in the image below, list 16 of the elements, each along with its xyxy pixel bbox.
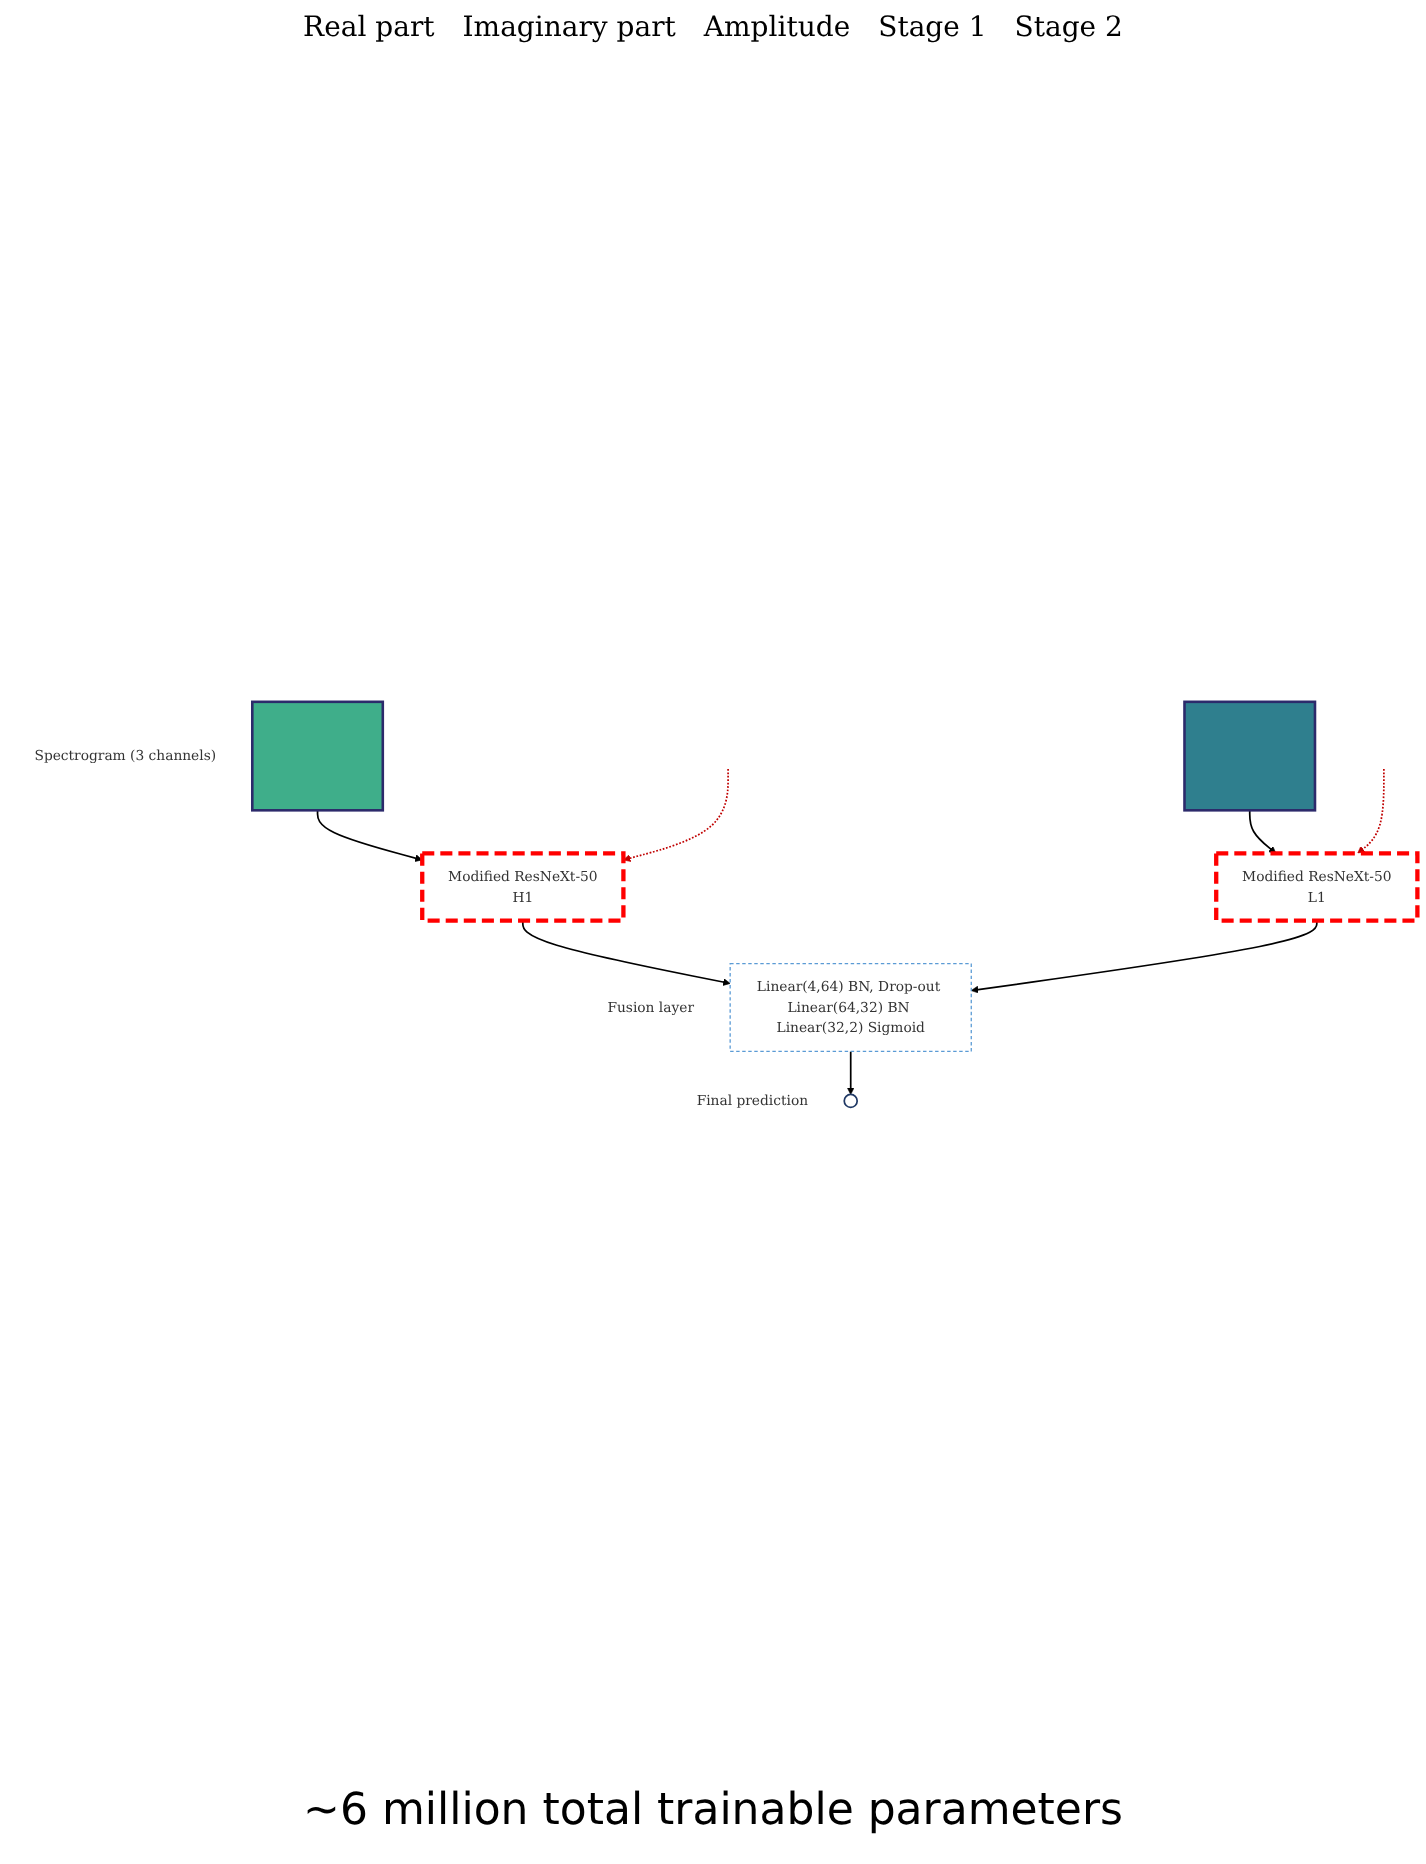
caption: ∼6 million total trainable parameters [303,1786,1123,1836]
layer-box [251,700,385,812]
output-circle [843,1093,859,1109]
arrow [846,1050,855,1095]
note-label: Stage 2 [1014,12,1123,44]
note-label: Amplitude [703,12,851,44]
note-label: Imaginary part [462,12,676,44]
note-label: Stage 1 [878,12,987,44]
arrow [1357,768,1385,854]
arrow [623,768,729,862]
arrow [521,919,731,986]
arrow [970,919,1318,994]
note-label: Real part [303,12,435,44]
layer-box [1183,700,1317,812]
arrow [1248,809,1277,854]
arrow [316,809,423,862]
